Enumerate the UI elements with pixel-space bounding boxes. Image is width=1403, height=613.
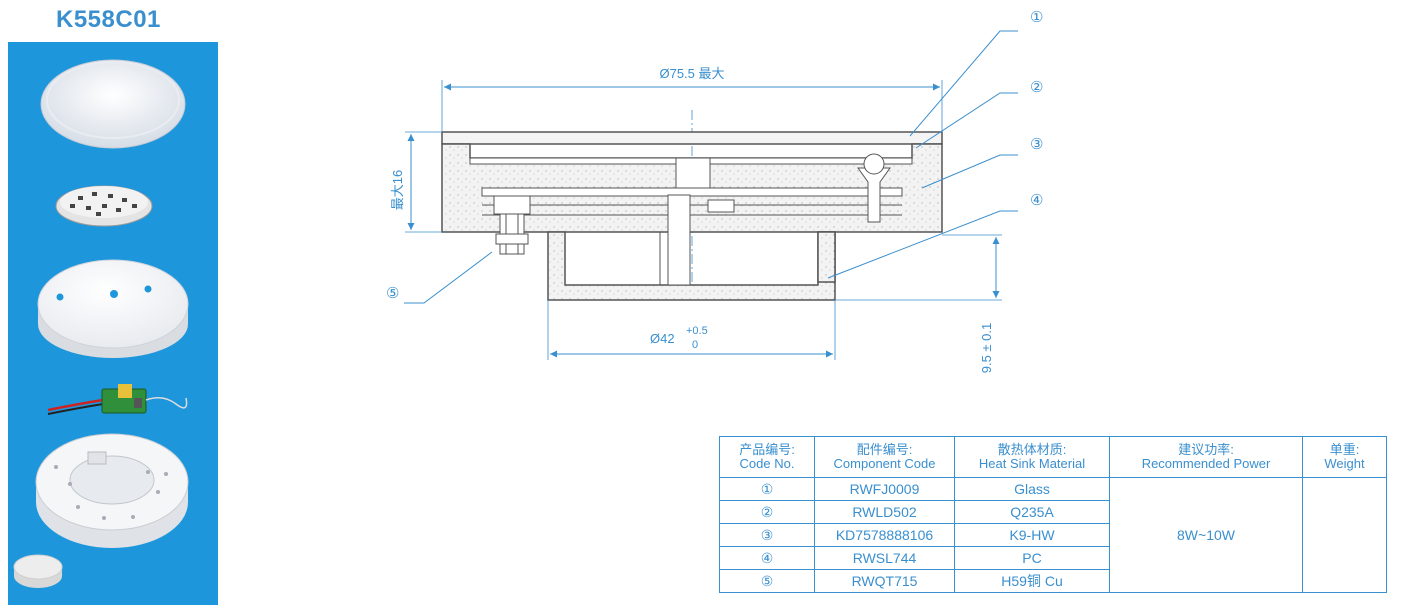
callout-3: ③ <box>1030 136 1043 153</box>
cross-section-drawing: Ø75.5 最大 最大16 Ø42 +0.5 0 9.5 ± 0.1 ① ② ③… <box>386 9 1043 374</box>
callout-5-leader <box>404 251 493 304</box>
base-housing-part <box>35 433 189 548</box>
table-row: ⑤ RWQT715 H59铜 Cu <box>719 569 1387 593</box>
led-board-part <box>55 185 153 227</box>
callout-5: ⑤ <box>386 285 399 302</box>
inner-diameter-label: Ø42 <box>650 331 675 346</box>
driver-part <box>47 384 188 415</box>
header-weight: 单重:Weight <box>1302 436 1387 478</box>
callout-1: ① <box>1030 9 1043 26</box>
row-code: KD7578888106 <box>814 523 955 547</box>
header-power: 建议功率:Recommended Power <box>1109 436 1303 478</box>
header-material: 散热体材质:Heat Sink Material <box>954 436 1110 478</box>
callout-1-leader <box>909 30 1018 137</box>
table-row: ② RWLD502 Q235A <box>719 500 1387 524</box>
callout-3-leader <box>921 154 1018 189</box>
inner-tol-lower: 0 <box>692 339 698 351</box>
table-row: ④ RWSL744 PC <box>719 546 1387 570</box>
overall-diameter-label: Ø75.5 最大 <box>659 66 724 81</box>
small-pad-part <box>13 554 63 588</box>
step-height-label: 9.5 ± 0.1 <box>979 323 994 374</box>
row-no: ⑤ <box>719 569 815 593</box>
table-row: ③ KD7578888106 K9-HW <box>719 523 1387 547</box>
weight-cell <box>1302 477 1387 593</box>
table-row: ① RWFJ0009 Glass 8W~10W <box>719 477 1387 593</box>
heat-sink-part <box>37 259 189 358</box>
callout-2-leader <box>915 92 1018 149</box>
row-material: K9-HW <box>954 523 1110 547</box>
spec-table: 产品编号:Code No. 配件编号:Component Code 散热体材质:… <box>719 436 1387 593</box>
parts-illustration <box>13 59 189 588</box>
row-code: RWSL744 <box>814 546 955 570</box>
row-material: Q235A <box>954 500 1110 524</box>
housing-section <box>441 131 943 301</box>
power-cell: 8W~10W <box>1109 477 1303 593</box>
max-height-label: 最大16 <box>390 170 405 210</box>
row-no: ③ <box>719 523 815 547</box>
row-no: ① <box>719 477 815 501</box>
header-component-code: 配件编号:Component Code <box>814 436 955 478</box>
row-no: ② <box>719 500 815 524</box>
row-code: RWLD502 <box>814 500 955 524</box>
callout-4: ④ <box>1030 192 1043 209</box>
model-title: K558C01 <box>56 6 161 33</box>
parts-panel <box>8 42 218 605</box>
row-no: ④ <box>719 546 815 570</box>
callout-4-leader <box>827 210 1018 279</box>
row-material: H59铜 Cu <box>954 569 1110 593</box>
header-code-no: 产品编号:Code No. <box>719 436 815 478</box>
inner-tol-upper: +0.5 <box>686 325 708 337</box>
row-code: RWFJ0009 <box>814 477 955 501</box>
table-header-row: 产品编号:Code No. 配件编号:Component Code 散热体材质:… <box>719 436 1387 478</box>
lens-cover-part <box>40 59 186 149</box>
row-material: Glass <box>954 477 1110 501</box>
row-code: RWQT715 <box>814 569 955 593</box>
callout-2: ② <box>1030 79 1043 96</box>
row-material: PC <box>954 546 1110 570</box>
